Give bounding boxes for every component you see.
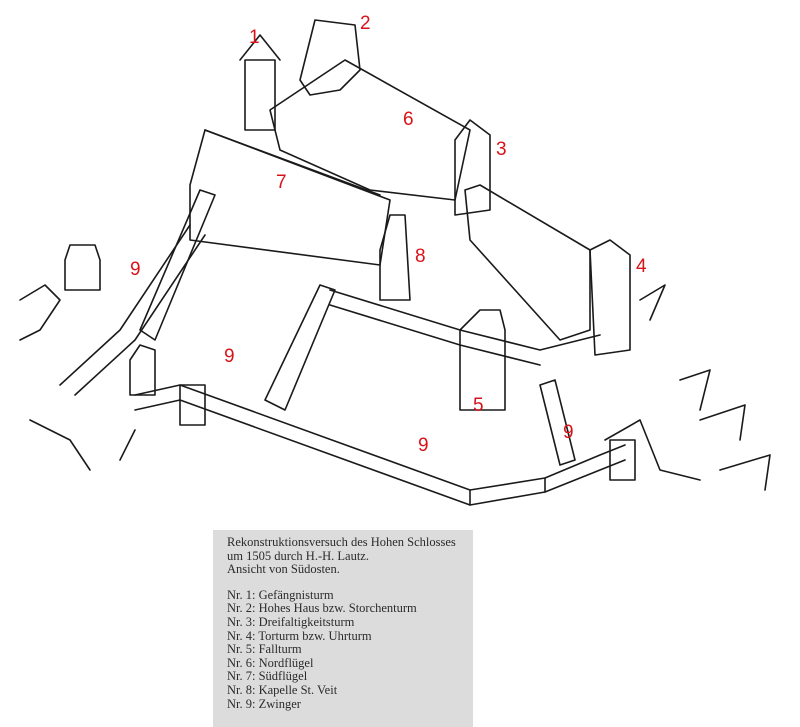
courtyard-wall xyxy=(329,289,601,351)
legend-item: Nr. 2: Hohes Haus bzw. Storchenturm xyxy=(227,601,417,616)
label-9-west: 9 xyxy=(130,259,141,280)
inner-wall-east xyxy=(539,379,576,466)
label-3: 3 xyxy=(496,139,507,160)
castle-drawing xyxy=(19,19,771,506)
chapel-8 xyxy=(379,214,411,301)
cliff-right xyxy=(639,284,666,321)
legend-item: Nr. 9: Zwinger xyxy=(227,696,301,711)
small-tower-se xyxy=(609,439,636,481)
label-9-south: 9 xyxy=(418,435,429,456)
legend-item: Nr. 3: Dreifaltigkeitsturm xyxy=(227,614,355,629)
label-2: 2 xyxy=(360,13,371,34)
label-6: 6 xyxy=(403,109,414,130)
label-5: 5 xyxy=(473,395,484,416)
legend-item: Nr. 1: Gefängnisturm xyxy=(227,587,334,602)
outer-wall-west xyxy=(59,224,191,386)
caption-heading-line: Rekonstruktionsversuch des Hohen Schloss… xyxy=(227,535,456,549)
legend-item: Nr. 4: Torturm bzw. Uhrturm xyxy=(227,628,372,643)
house-left xyxy=(64,244,101,291)
label-1: 1 xyxy=(249,27,260,48)
outer-wall-south xyxy=(134,384,626,491)
label-9-east: 9 xyxy=(563,422,574,443)
outer-wall-west-2 xyxy=(74,234,206,396)
caption-heading-line: Ansicht von Südosten. xyxy=(227,562,340,577)
tower-2 xyxy=(299,19,361,96)
small-tower-west xyxy=(129,344,156,396)
rock-left xyxy=(19,284,61,341)
label-8: 8 xyxy=(415,246,426,267)
caption-heading-line: um 1505 durch H.-H. Lautz. xyxy=(227,548,369,563)
legend-item: Nr. 6: Nordflügel xyxy=(227,655,314,670)
legend-item: Nr. 5: Fallturm xyxy=(227,642,302,657)
tower-4 xyxy=(589,239,631,356)
label-4: 4 xyxy=(636,256,647,277)
south-wing xyxy=(189,129,391,266)
inner-wall-west xyxy=(139,189,216,341)
outer-wall-south-lower xyxy=(134,399,626,506)
small-tower-sw xyxy=(179,384,206,426)
tower-1 xyxy=(244,59,276,131)
legend-item: Nr. 8: Kapelle St. Veit xyxy=(227,682,338,697)
east-arcade xyxy=(464,184,591,341)
caption-box: Rekonstruktionsversuch des Hohen Schloss… xyxy=(213,530,473,727)
label-7: 7 xyxy=(276,172,287,193)
tower-3 xyxy=(454,119,491,216)
legend-item: Nr. 7: Südflügel xyxy=(227,669,308,684)
label-9-center: 9 xyxy=(224,346,235,367)
tower-5 xyxy=(459,309,506,411)
inner-wall-middle xyxy=(264,284,336,411)
